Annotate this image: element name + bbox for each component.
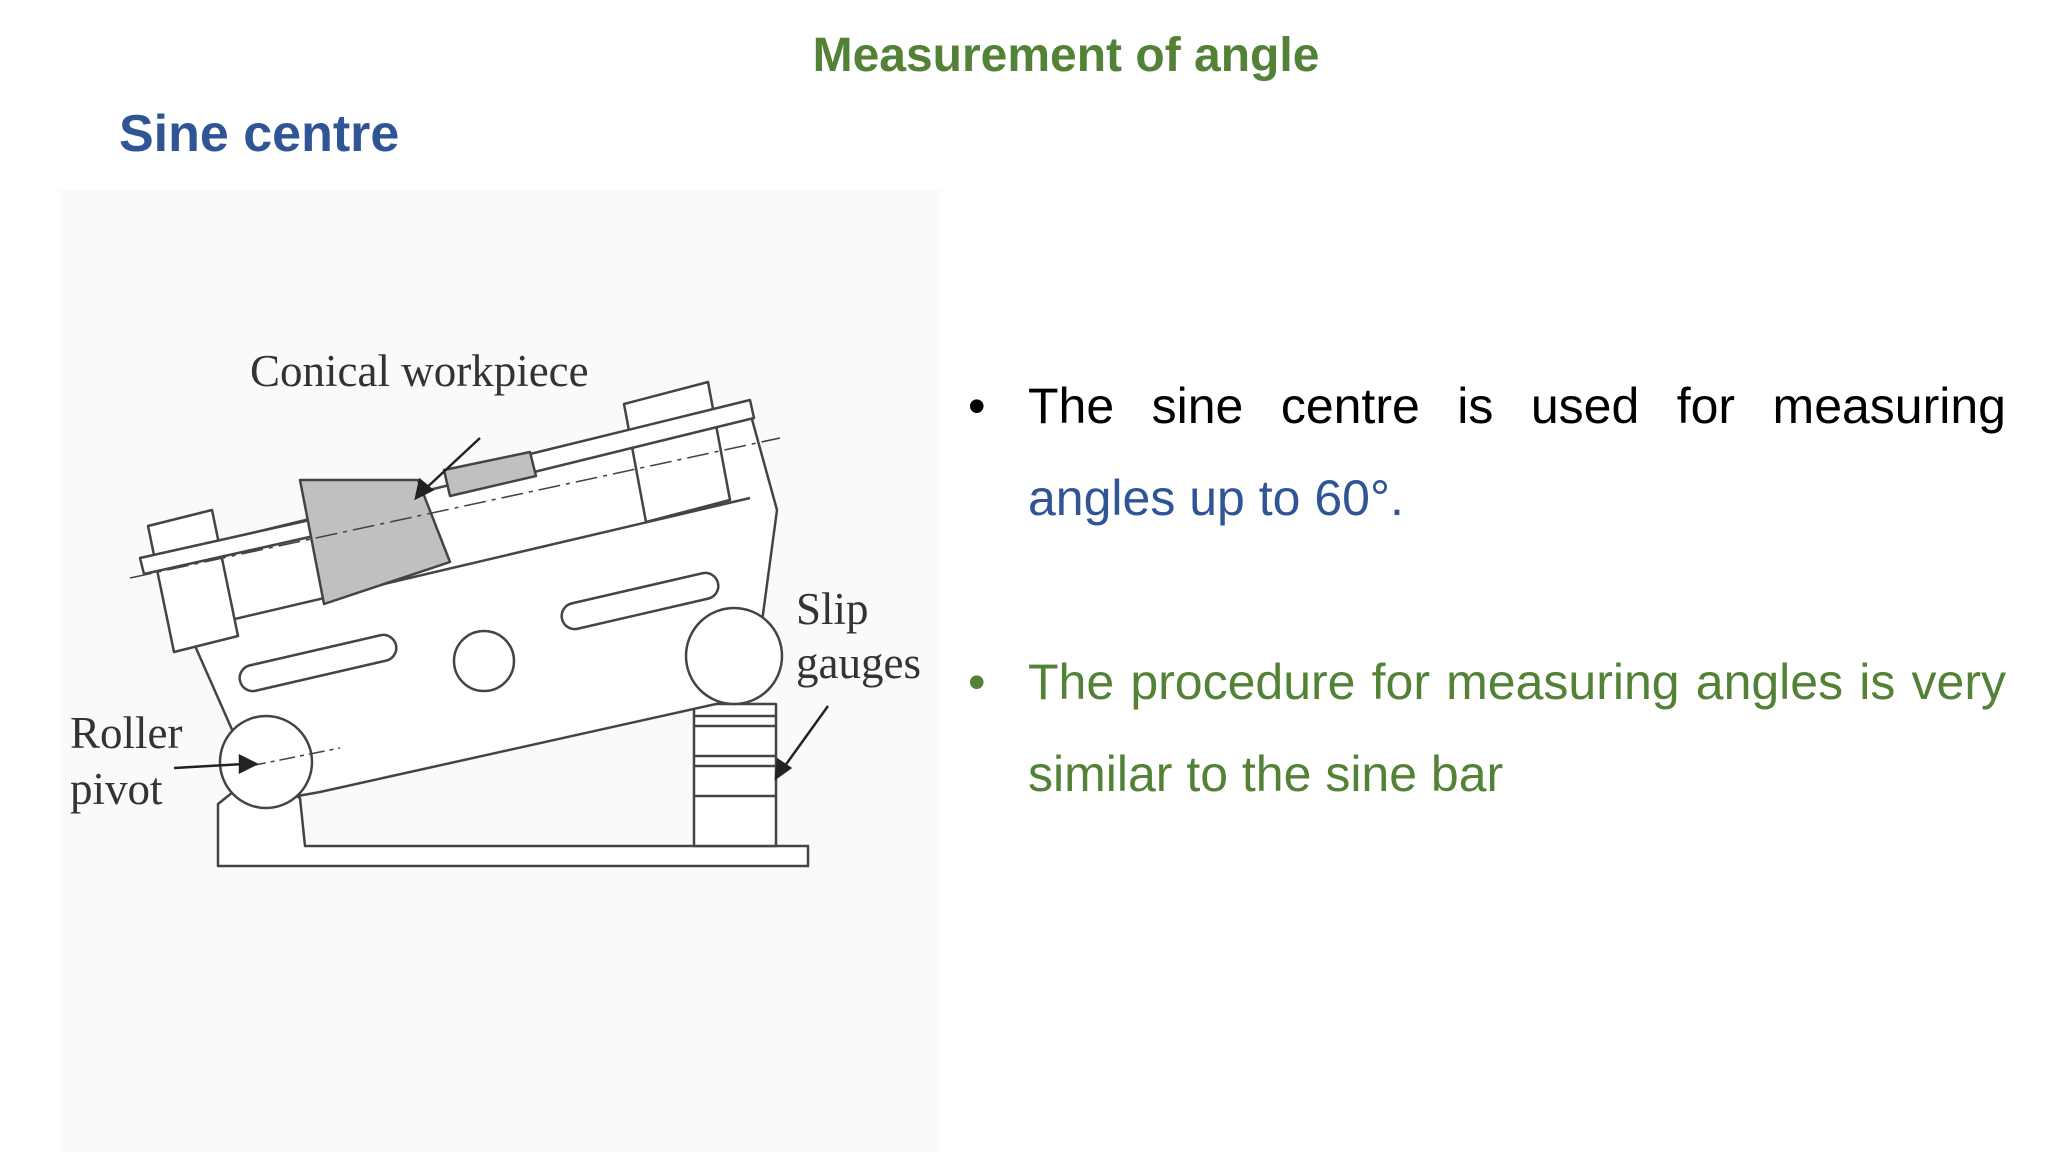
bullet-2-text: The procedure for measuring angles is ve… bbox=[1028, 654, 2006, 802]
label-gauges: gauges bbox=[796, 638, 921, 688]
slot-right bbox=[560, 571, 720, 631]
tilted-bar-body bbox=[180, 410, 779, 804]
bullet-1-highlight: angles up to 60°. bbox=[1028, 470, 1404, 526]
label-conical-workpiece: Conical workpiece bbox=[250, 346, 589, 396]
conical-workpiece bbox=[298, 478, 452, 606]
sine-centre-diagram: Conical workpiece Slip gauges Roller piv… bbox=[70, 346, 921, 868]
bullet-item-2: • The procedure for measuring angles is … bbox=[968, 636, 2006, 820]
label-roller: Roller bbox=[70, 708, 182, 758]
label-slip: Slip bbox=[796, 584, 869, 634]
slip-roller bbox=[684, 606, 784, 706]
bullet-marker: • bbox=[968, 378, 986, 434]
bullet-item-1: • The sine centre is used for measuring … bbox=[968, 360, 2006, 544]
label-pivot: pivot bbox=[70, 764, 163, 814]
left-headstock bbox=[146, 508, 240, 654]
center-hole bbox=[452, 629, 516, 693]
roller-pivot bbox=[218, 714, 314, 810]
slot-left bbox=[238, 633, 398, 693]
bullet-1-text: The sine centre is used for measuring bbox=[1028, 378, 2006, 434]
bullet-marker: • bbox=[968, 654, 986, 710]
slip-gauge-stack bbox=[692, 702, 778, 848]
section-heading: Sine centre bbox=[119, 105, 400, 163]
bullet-list: • The sine centre is used for measuring … bbox=[968, 360, 2006, 820]
slide-title: Measurement of angle bbox=[812, 29, 1320, 82]
